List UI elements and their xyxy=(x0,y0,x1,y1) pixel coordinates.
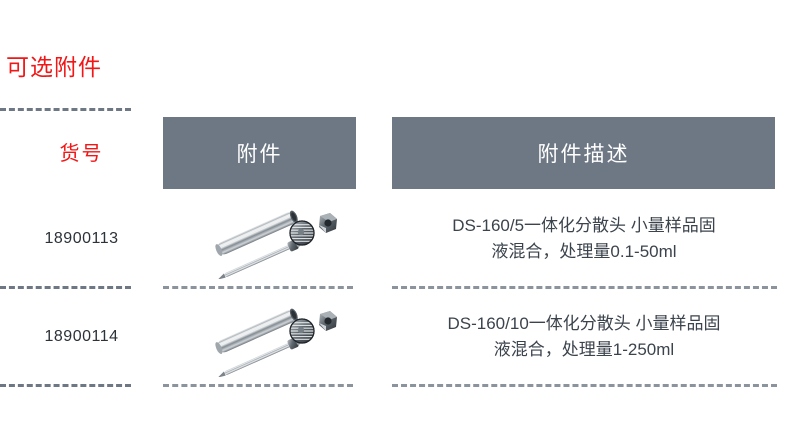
row-cell-code: 18900114 xyxy=(0,289,163,384)
table-row: 18900114 xyxy=(0,289,790,384)
description-line-2: 液混合，处理量0.1-50ml xyxy=(491,241,677,261)
rule-segment-code xyxy=(0,286,131,289)
page-title: 可选附件 xyxy=(6,54,102,80)
header-cell-code: 货号 xyxy=(0,111,163,191)
row-cell-image xyxy=(163,191,392,286)
accessory-description: DS-160/5一体化分散头 小量样品固 液混合，处理量0.1-50ml xyxy=(392,191,790,286)
rule-segment-code xyxy=(0,108,131,111)
rule-segment-image xyxy=(163,286,353,289)
row-cell-image xyxy=(163,289,392,384)
row-cell-desc: DS-160/5一体化分散头 小量样品固 液混合，处理量0.1-50ml xyxy=(392,191,790,286)
header-cell-image: 附件 xyxy=(163,111,392,191)
column-header-image: 附件 xyxy=(163,117,356,189)
description-line-1: DS-160/5一体化分散头 小量样品固 xyxy=(452,215,716,235)
description-line-2: 液混合，处理量1-250ml xyxy=(493,339,675,359)
rule-segment-desc xyxy=(392,384,777,387)
row-cell-desc: DS-160/10一体化分散头 小量样品固 液混合，处理量1-250ml xyxy=(392,289,790,384)
dispersing-tool-image xyxy=(214,210,337,279)
table-rule-top xyxy=(0,108,790,111)
product-image-container xyxy=(163,191,392,286)
table-header-row: 货号 附件 附件描述 xyxy=(0,111,790,191)
rule-segment-image xyxy=(163,384,353,387)
row-cell-code: 18900113 xyxy=(0,191,163,286)
rule-segment-desc xyxy=(392,286,777,289)
accessory-description: DS-160/10一体化分散头 小量样品固 液混合，处理量1-250ml xyxy=(392,289,790,384)
column-header-desc: 附件描述 xyxy=(392,117,775,189)
description-line-1: DS-160/10一体化分散头 小量样品固 xyxy=(447,313,721,333)
part-number: 18900114 xyxy=(44,327,119,345)
table-row: 18900113 xyxy=(0,191,790,286)
rule-segment-code xyxy=(0,384,131,387)
dispersing-tool-image xyxy=(214,308,337,377)
accessories-table: 货号 附件 附件描述 18900113 xyxy=(0,108,790,387)
table-rule-bottom xyxy=(0,384,790,387)
header-cell-desc: 附件描述 xyxy=(392,111,790,191)
product-image-container xyxy=(163,289,392,384)
part-number: 18900113 xyxy=(44,229,119,247)
table-rule-middle xyxy=(0,286,790,289)
column-header-code: 货号 xyxy=(59,142,104,165)
